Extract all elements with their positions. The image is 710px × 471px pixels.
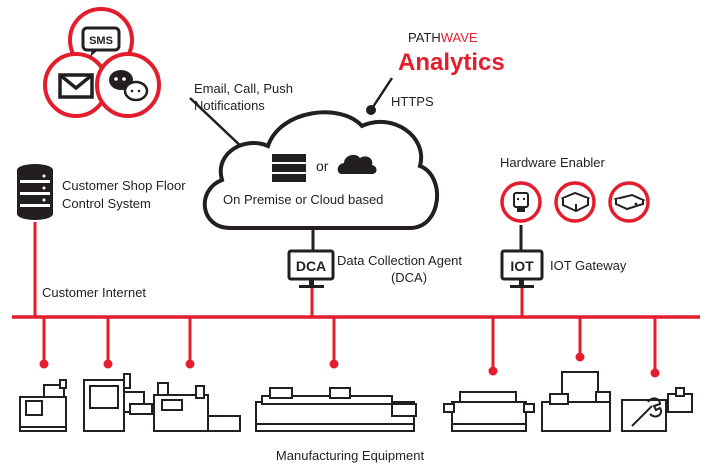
cloud-shape [202, 110, 440, 230]
dca-badge-text: DCA [296, 258, 326, 274]
https-connector [366, 77, 394, 115]
cloud-or-text: or [316, 158, 329, 174]
shop-floor-label-line1: Customer Shop Floor [62, 178, 186, 193]
dca-label-line1: Data Collection Agent [337, 253, 463, 268]
customer-internet-label: Customer Internet [42, 285, 147, 300]
sms-badge-text: SMS [89, 35, 113, 47]
machine-5-icon [443, 391, 535, 432]
pathwave-logo: PATHWAVE Analytics [398, 30, 505, 76]
machine-1-icon [19, 379, 67, 432]
svg-text:PATHWAVE: PATHWAVE [408, 30, 478, 45]
machine-4-icon [255, 387, 417, 432]
shop-floor-label-line2: Control System [62, 196, 151, 211]
router-device-icon [613, 193, 646, 211]
brand-path-text: PATH [408, 30, 441, 45]
sms-icon: SMS [81, 26, 121, 57]
brand-wave-text: WAVE [441, 30, 478, 45]
notifications-label-line1: Email, Call, Push [194, 81, 293, 96]
hardware-enabler-title: Hardware Enabler [500, 155, 605, 170]
box-device-icon [560, 191, 591, 213]
equipment-drops [39, 317, 660, 378]
chat-icon [109, 70, 149, 102]
notifications-label-line2: Notifications [194, 98, 265, 113]
hardware-enabler-group [500, 181, 650, 223]
dca-monitor-icon: DCA [287, 249, 335, 288]
iot-monitor-icon: IOT [500, 249, 544, 288]
cloud-icon [337, 154, 377, 174]
machine-3-icon [153, 382, 241, 432]
iot-gateway-label: IOT Gateway [550, 258, 627, 273]
notification-connector [189, 97, 251, 156]
manufacturing-equipment-label: Manufacturing Equipment [275, 448, 425, 463]
database-icon [17, 164, 53, 220]
iot-badge-text: IOT [510, 258, 534, 274]
usb-dongle-icon [513, 192, 529, 212]
https-label: HTTPS [391, 94, 434, 109]
cloud-caption: On Premise or Cloud based [223, 192, 384, 207]
brand-analytics-text: Analytics [398, 49, 505, 76]
mail-icon [58, 73, 94, 99]
machine-6-icon [541, 371, 611, 432]
server-icon [272, 154, 306, 182]
machine-2-icon [83, 373, 153, 432]
dca-label-line2: (DCA) [390, 270, 428, 285]
manufacturing-equipment-row [19, 371, 693, 432]
notification-cluster: SMS [43, 7, 161, 118]
machine-7-icon [621, 387, 693, 432]
